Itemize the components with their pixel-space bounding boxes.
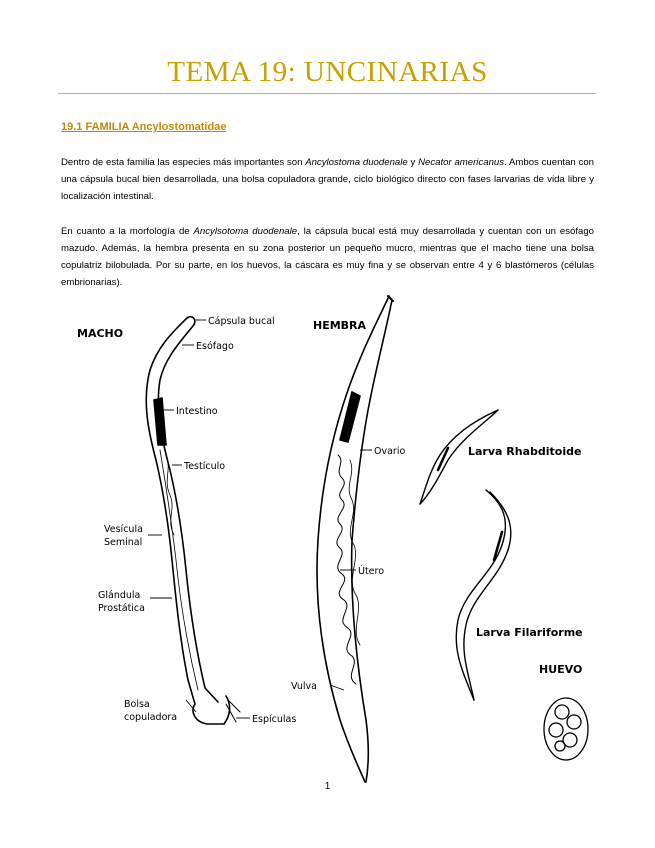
species-ancylostoma: Ancylostoma duodenale [305,157,408,168]
intro-paragraph: Dentro de esta familia las especies más … [61,154,594,205]
label-larva-filariforme: Larva Filariforme [476,626,583,639]
label-vesicula-2: Seminal [104,537,142,548]
title-divider [58,93,596,94]
label-larva-rhabditoide: Larva Rhabditoide [468,445,581,458]
label-capsula-bucal: Cápsula bucal [208,316,275,327]
page-title: TEMA 19: UNCINARIAS [167,56,488,88]
morphology-paragraph: En cuanto a la morfología de Ancylsotoma… [61,223,594,291]
label-hembra: HEMBRA [313,319,367,332]
label-ovario: Ovario [374,446,405,457]
label-glandula-2: Prostática [98,603,145,614]
rhabditoid-larva-drawing [419,409,499,505]
p2-text-b: , la cápsula bucal está muy desarrollada… [61,226,595,288]
p1-text-b: y [407,157,419,168]
label-intestino: Intestino [176,406,218,417]
egg-drawing [543,697,589,761]
female-worm-drawing [316,295,394,783]
p1-text-c: . Ambos cuentan con una cápsula bucal bi… [61,157,594,202]
species-ancylostoma-2: Ancylsotoma duodenale [193,226,298,237]
label-espiculas: Espículas [252,714,296,725]
species-necator: Necator americanus [418,157,505,168]
p1-text-a: Dentro de esta familia las especies más … [61,157,306,168]
label-vulva: Vulva [291,681,317,692]
label-huevo: HUEVO [539,663,582,676]
label-utero: Útero [358,565,384,577]
label-leader-lines [148,319,372,719]
label-glandula-1: Glándula [98,590,140,601]
label-bolsa-1: Bolsa [124,699,150,710]
label-testiculo: Testículo [183,461,225,472]
section-heading: 19.1 FAMILIA Ancylostomatidae [61,121,227,133]
page-number: 1 [324,781,331,792]
male-worm-drawing [145,315,241,725]
label-bolsa-2: copuladora [124,712,177,723]
label-esofago: Esófago [196,341,234,352]
label-vesicula-1: Vesícula [104,524,143,535]
p2-text-a: En cuanto a la morfología de [61,226,194,237]
filariform-larva-drawing [455,489,512,701]
label-macho: MACHO [77,327,123,340]
